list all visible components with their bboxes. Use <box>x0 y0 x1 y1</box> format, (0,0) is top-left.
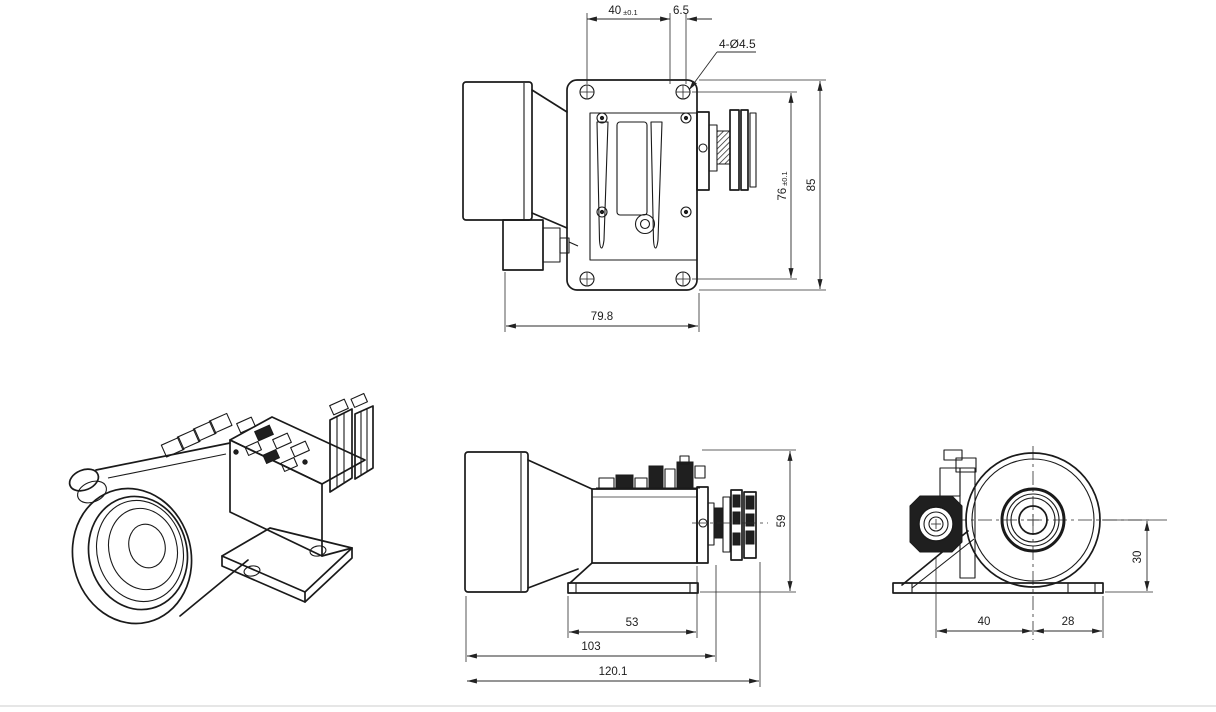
front-view-lens <box>965 452 1101 588</box>
dim-side-103: 103 <box>465 565 717 662</box>
mounting-holes <box>579 84 691 287</box>
dim-label-53: 53 <box>626 617 639 629</box>
dim-label-28: 28 <box>1062 616 1075 628</box>
iso-lens <box>68 468 193 625</box>
top-view-lens-hood <box>462 81 568 229</box>
callout-holes: 4-Ø4.5 <box>688 37 756 91</box>
dim-top-76: 76 ±0.1 <box>692 91 797 280</box>
dim-top-6-5: 6.5 <box>673 5 712 84</box>
dim-side-53: 53 <box>567 566 698 638</box>
dim-label-30: 30 <box>1132 551 1144 564</box>
iso-body <box>229 416 366 557</box>
side-view-body <box>591 488 698 564</box>
top-view: 40±0.1 6.5 4-Ø4.5 76±0.1 85 <box>462 5 826 332</box>
front-view-connector <box>909 495 963 553</box>
dim-front-30: 30 <box>1102 519 1153 593</box>
iso-lens-hood <box>95 442 249 617</box>
side-view-pcb <box>596 455 706 489</box>
dim-top-40: 40±0.1 <box>586 5 671 84</box>
dim-top-85: 85 <box>699 79 826 291</box>
svg-text:76±0.1: 76 ±0.1 <box>777 171 789 200</box>
iso-base-bracket <box>221 527 353 603</box>
front-view: 30 40 28 <box>892 446 1168 640</box>
dim-label-6-5: 6.5 <box>673 5 689 17</box>
dim-label-103: 103 <box>581 641 600 653</box>
dim-label-59: 59 <box>776 515 788 528</box>
side-view-lens-hood <box>464 451 593 593</box>
dim-front-40: 40 <box>935 558 1032 638</box>
top-view-side-connector <box>502 219 579 271</box>
dim-label-76: 76 <box>777 188 789 201</box>
iso-pcb-components <box>160 412 310 472</box>
dim-label-120-1: 120.1 <box>599 666 628 678</box>
dim-label-front-40: 40 <box>978 616 991 628</box>
side-view-base <box>567 562 699 594</box>
dim-tol-76: ±0.1 <box>780 171 789 186</box>
side-view: 59 53 103 120.1 <box>464 449 796 687</box>
svg-text:40±0.1: 40±0.1 <box>608 5 637 17</box>
top-view-rear-connector <box>696 109 757 191</box>
dim-label-85: 85 <box>806 179 818 192</box>
dim-side-120-1: 120.1 <box>467 562 761 687</box>
side-view-rear-connector <box>692 486 768 564</box>
dim-label-40: 40 <box>608 5 621 17</box>
hole-callout-label: 4-Ø4.5 <box>719 37 756 51</box>
dim-front-28: 28 <box>1034 596 1104 638</box>
inner-screws <box>596 112 692 218</box>
dim-top-79-8: 79.8 <box>504 272 700 332</box>
dim-label-79-8: 79.8 <box>591 311 613 323</box>
top-view-mounting-plate <box>566 79 698 291</box>
dim-side-59: 59 <box>700 449 796 593</box>
dim-tol-40: ±0.1 <box>623 8 638 17</box>
iso-rear-connectors <box>329 392 374 493</box>
connector-ribs <box>730 489 757 561</box>
isometric-view <box>68 392 374 625</box>
